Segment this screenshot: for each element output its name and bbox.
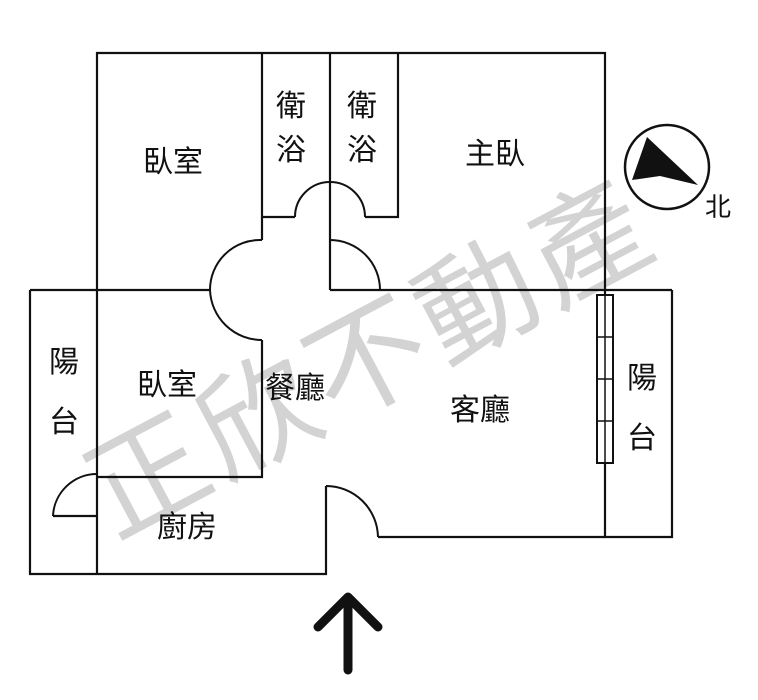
label-living: 客廳 [450, 393, 510, 428]
door-entrance [325, 485, 379, 538]
walls [28, 51, 674, 576]
label-balcony-left-1: 陽 [49, 345, 79, 380]
doors [52, 181, 381, 538]
wall-left-outer [28, 290, 97, 576]
label-dining: 餐廳 [265, 371, 325, 406]
label-bath-left-1: 衛 [276, 89, 306, 124]
wall-kitchen-bottom [97, 486, 328, 576]
label-balcony-right-1: 陽 [627, 361, 657, 396]
label-bath-left-2: 浴 [276, 133, 306, 168]
door-bath-right [329, 181, 366, 218]
door-balcony-left [52, 472, 98, 517]
label-master-bedroom: 主臥 [465, 137, 525, 172]
label-bath-right-1: 衛 [347, 89, 377, 124]
door-master-bedroom [329, 239, 381, 291]
label-balcony-left-2: 台 [49, 405, 79, 440]
door-bedroom-left [209, 289, 263, 341]
label-bath-right-2: 浴 [347, 133, 377, 168]
label-bedroom-top: 臥室 [143, 145, 203, 180]
wall-top-outline [95, 51, 607, 290]
wall-bath-right [365, 53, 400, 219]
label-kitchen: 廚房 [157, 510, 217, 545]
label-bedroom-left: 臥室 [137, 368, 197, 403]
door-bedroom-top [209, 238, 263, 291]
door-bath-left [294, 181, 331, 218]
wall-bedroom-left-right [97, 340, 264, 479]
label-balcony-right-2: 台 [627, 421, 657, 456]
sliding-window [596, 294, 614, 464]
north-compass-icon: 北 [623, 123, 731, 223]
compass-label: 北 [705, 193, 731, 223]
entrance-arrow-icon [313, 592, 383, 675]
watermark: 正 欣 不 動 產 [63, 155, 672, 564]
wall-right-balcony [603, 290, 674, 539]
room-labels: 臥室 衛 浴 衛 浴 主臥 陽 台 臥室 餐廳 客廳 陽 台 廚房 [49, 89, 657, 545]
